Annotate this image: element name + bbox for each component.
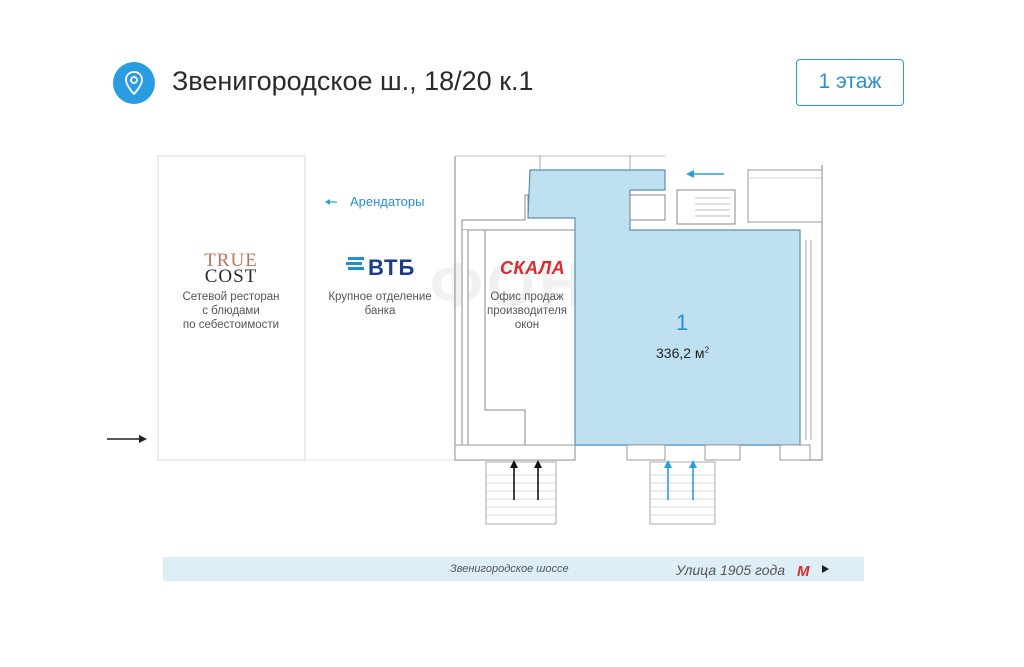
unit-area-sup: 2 [704,345,710,355]
wall [461,230,469,446]
floor-selector-button[interactable]: 1 этаж [796,59,904,106]
inner-wall [484,230,526,445]
tenant-description-true-cost: Сетевой ресторан с блюдами по себестоимо… [176,290,286,332]
brand-true-cost-line1: TRUE [204,250,258,271]
map-pin-icon [125,71,143,95]
facade-pillar [779,444,811,461]
tenants-label: Арендаторы [350,194,425,209]
entrance-arrow-skala-head [534,460,542,468]
entrance-arrow-vtb-head [510,460,518,468]
unit-number: 1 [676,310,689,335]
unit-area-value: 336,2 м [656,345,705,361]
stair-steps-right [650,474,715,516]
tenant-description-skala: Офис продаж производителя окон [482,290,572,332]
brand-skala: СКАЛА [500,258,566,278]
desc-line: окон [514,319,540,331]
desc-line: производителя [486,305,568,317]
unit-1-highlight[interactable] [527,169,801,446]
windows-right [805,240,812,440]
entrance-stairs-left [485,461,557,525]
staircase [676,189,736,225]
location-pin-badge [113,62,155,104]
unit-entrance-arrow-1-head [664,460,672,468]
staircase-steps [695,197,730,217]
metro-direction-arrow [822,565,829,573]
metro-logo-icon: М [797,563,810,580]
brand-true-cost-line2: COST [204,266,258,287]
partition [629,194,666,221]
desc-line: Сетевой ресторан [182,291,280,303]
tenants-arrow-head [325,199,330,205]
facade-pillar [626,444,666,461]
street-bar [163,557,864,581]
unit-entrance-arrow-2-head [689,460,697,468]
annex-room [747,169,823,223]
facade-pillar [704,444,741,461]
facade-left [454,444,576,461]
vtb-logo-icon [346,257,364,270]
desc-line: банка [364,305,396,317]
entrance-stairs-right [649,461,716,525]
metro-station-name: Улица 1905 года [676,562,786,578]
entrance-arrow-left-head [139,435,147,443]
desc-line: Крупное отделение [328,291,432,303]
desc-line: с блюдами [202,305,260,317]
unit-entrance-arrow-top-head [686,170,694,178]
stair-steps-left [486,474,556,516]
brand-vtb: ВТБ [368,255,416,280]
unit-area: 336,2 м2 [656,345,709,361]
tenant-description-vtb: Крупное отделение банка [325,290,435,318]
desc-line: по себестоимости [182,319,280,331]
street-name: Звенигородское шоссе [450,563,569,575]
address-title: Звенигородское ш., 18/20 к.1 [172,66,534,96]
desc-line: Офис продаж [490,291,564,303]
